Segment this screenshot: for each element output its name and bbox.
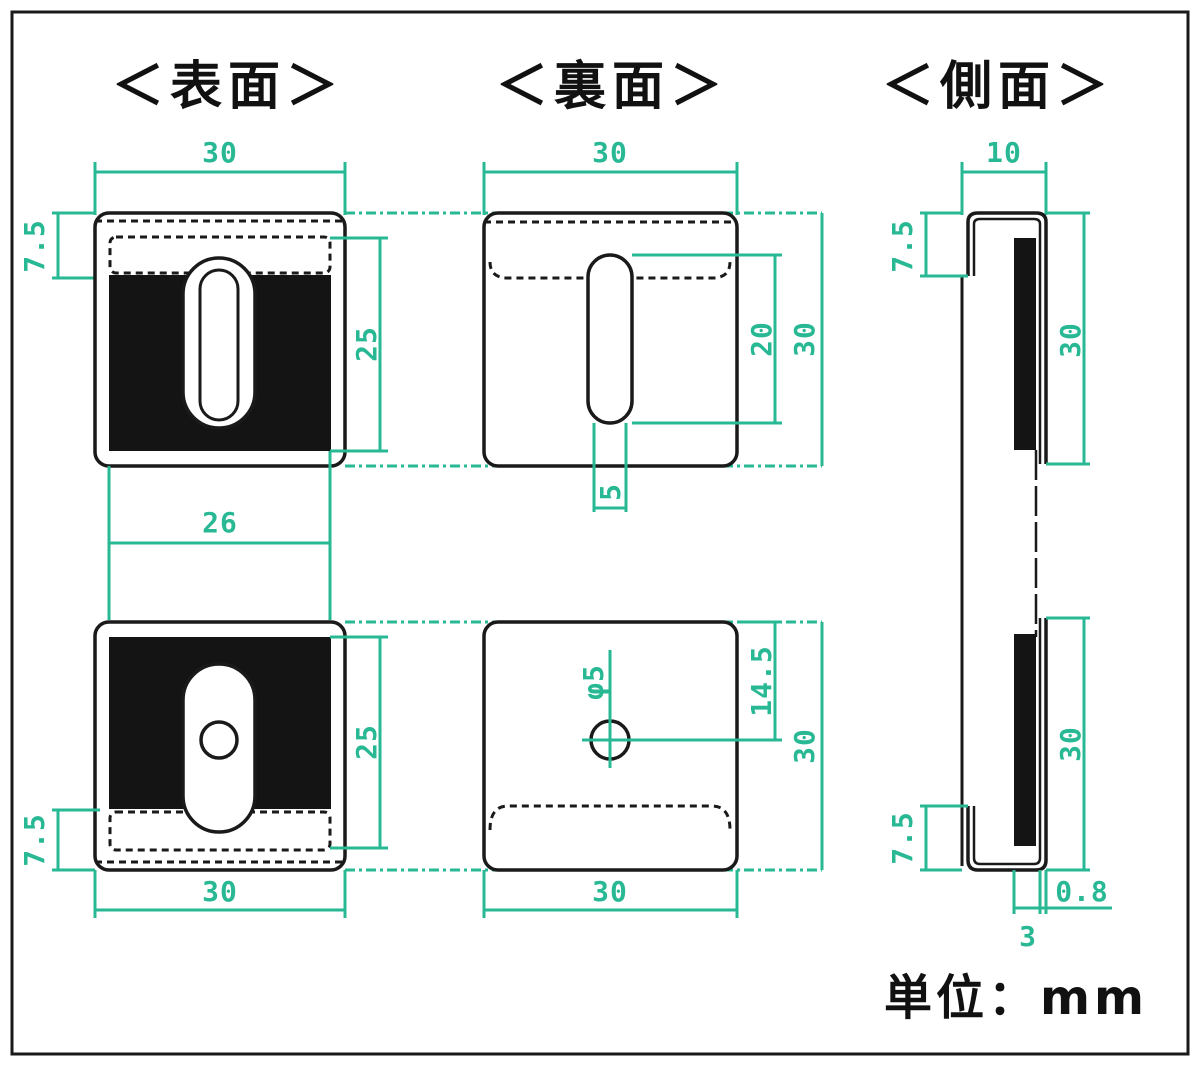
dim-front-bottom-flap: 7.5 (18, 813, 51, 867)
side-view: 10 7.5 30 30 7.5 (886, 136, 1112, 953)
title-side-view: ＜側面＞ (882, 57, 1114, 117)
channel-bottom-inner (972, 618, 1042, 866)
channel-bottom-outer (966, 618, 1048, 872)
front-inner-width-dim: 26 (107, 451, 332, 620)
unit-label: 単位：mm (884, 970, 1148, 1026)
dim-back-slot-length: 20 (745, 321, 778, 357)
channel-top-outer (966, 211, 1048, 464)
front-view-bottom: 25 7.5 30 (18, 620, 388, 918)
dim-back-bottom-height: 30 (788, 728, 821, 764)
black-pad-side (1014, 634, 1036, 846)
dim-side-top-height: 30 (1054, 322, 1087, 358)
dim-back-hole-offset: 14.5 (745, 645, 778, 716)
dim-back-top-width: 30 (592, 136, 628, 169)
dim-back-hole-diameter: φ5 (577, 664, 610, 700)
dim-side-top-flap: 7.5 (886, 219, 919, 273)
dim-front-bottom-height: 25 (350, 724, 383, 760)
dim-side-bottom-flap: 7.5 (886, 811, 919, 865)
back-view-top: 30 20 30 5 (482, 136, 821, 512)
rivet-hole (199, 720, 239, 760)
flap-dash (488, 804, 732, 831)
front-view-top: 30 7.5 25 (18, 136, 388, 468)
channel-top-inner (972, 217, 1042, 464)
dim-side-bottom-height: 30 (1054, 726, 1087, 762)
title-back-view: ＜裏面＞ (496, 57, 728, 117)
dim-side-depth: 3 (1019, 920, 1037, 953)
dim-side-thickness: 0.8 (1055, 875, 1109, 908)
flap-dash (108, 810, 332, 852)
dim-front-top-height: 25 (350, 326, 383, 362)
dim-back-bottom-width: 30 (592, 875, 628, 908)
dim-front-inner-width: 26 (202, 506, 238, 539)
dim-back-top-height: 30 (788, 321, 821, 357)
dim-side-width: 10 (986, 136, 1022, 169)
back-view-bottom: φ5 14.5 30 30 (482, 620, 821, 918)
title-front-view: ＜表面＞ (112, 57, 344, 117)
dim-front-top-width: 30 (202, 136, 238, 169)
slot-inner (198, 268, 240, 422)
black-pad-side (1014, 238, 1036, 450)
slot (586, 253, 634, 425)
dim-back-slot-width: 5 (594, 483, 627, 501)
dim-front-bottom-width: 30 (202, 875, 238, 908)
sheet-border (10, 10, 1190, 1056)
dim-front-top-flap: 7.5 (18, 219, 51, 273)
